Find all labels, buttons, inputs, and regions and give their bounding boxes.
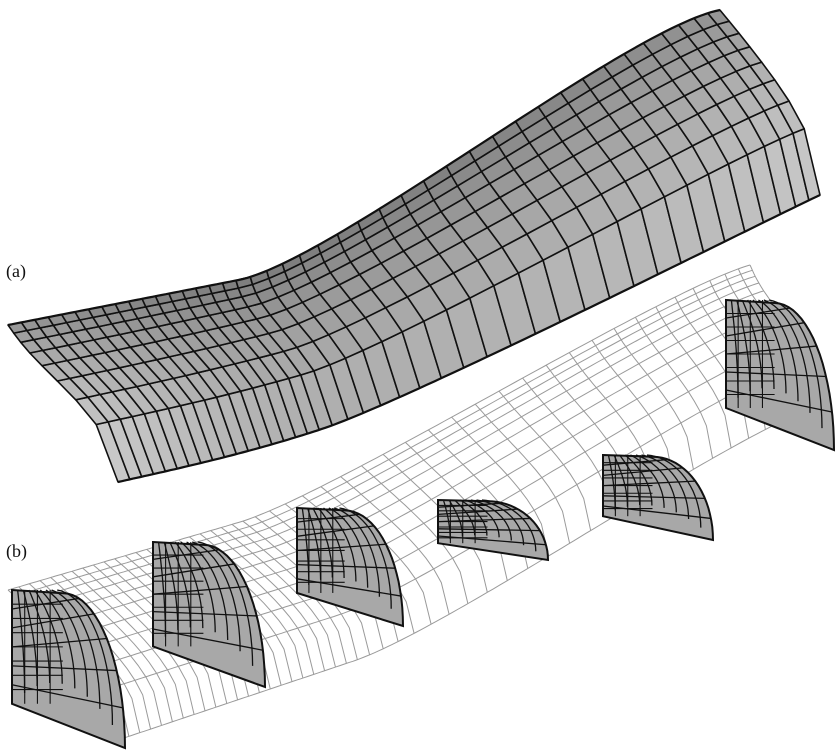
wireframe-transverse	[634, 317, 714, 459]
wireframe-transverse	[71, 570, 184, 719]
section-mesh-radial	[296, 525, 374, 537]
section-mesh-arc	[747, 299, 775, 390]
wireframe-transverse	[655, 306, 732, 448]
section-mesh-arc	[769, 299, 823, 429]
panel-b-label: (b)	[6, 541, 27, 561]
section-mesh-arc	[752, 299, 787, 394]
section-mesh-arc	[459, 499, 488, 536]
section-mesh-arc	[34, 589, 63, 684]
section-mesh-radial	[11, 665, 117, 672]
section-mesh-arc	[317, 507, 345, 579]
section-mesh-arc	[339, 507, 392, 609]
cross-section	[602, 453, 715, 542]
section-mesh-radial	[152, 585, 248, 595]
panel-b-wireframe-with-sections	[7, 264, 836, 750]
wireframe-transverse	[220, 527, 336, 668]
section-mesh-arc	[197, 541, 254, 666]
wireframe-transverse	[210, 530, 326, 671]
section-mesh-arc	[758, 299, 799, 402]
section-mesh-radial	[437, 508, 518, 516]
section-mesh-arc	[481, 499, 537, 552]
wireframe-transverse	[613, 328, 694, 470]
section-mesh-arc	[57, 589, 114, 726]
section-mesh-arc	[186, 541, 229, 641]
surface-back-edge	[7, 8, 721, 327]
section-mesh-arc	[624, 454, 653, 506]
section-mesh-radial	[725, 371, 827, 378]
section-mesh-arc	[470, 499, 512, 541]
section-mesh-arc	[476, 499, 525, 546]
wireframe-transverse	[199, 533, 315, 675]
wireframe-transverse	[545, 364, 634, 506]
section-mesh-arc	[180, 541, 216, 633]
section-mesh-arc	[763, 299, 811, 413]
section-mesh-arc	[328, 507, 369, 588]
section-mesh-arc	[51, 589, 101, 709]
section-mesh-radial	[152, 628, 264, 651]
section-mesh-radial	[725, 345, 817, 355]
section-mesh-radial	[725, 322, 805, 337]
section-mesh-arc	[45, 589, 88, 697]
section-mesh-arc	[191, 541, 241, 652]
cross-section	[725, 298, 836, 452]
section-mesh-arc	[39, 589, 76, 689]
wireframe-transverse	[451, 416, 550, 557]
section-mesh-radial	[296, 563, 396, 569]
section-mesh-radial	[296, 578, 402, 597]
section-mesh-arc	[646, 454, 702, 528]
section-mesh-arc	[323, 507, 357, 582]
panel-a-shaded-surface	[7, 8, 821, 484]
wireframe-transverse	[522, 377, 613, 519]
panel-a-label: (a)	[6, 261, 26, 281]
cross-section	[296, 506, 405, 628]
wireframe-transverse	[591, 340, 675, 481]
wireframe-transverse	[340, 476, 450, 615]
wireframe-transverse	[231, 524, 347, 664]
section-mesh-arc	[333, 507, 381, 597]
section-mesh-arc	[635, 454, 677, 513]
wireframe-transverse	[60, 574, 173, 722]
section-mesh-radial	[11, 613, 95, 629]
section-mesh-arc	[22, 589, 38, 687]
section-mesh-arc	[163, 541, 179, 631]
section-mesh-radial	[152, 563, 235, 578]
section-mesh-radial	[602, 495, 705, 499]
section-mesh-radial	[11, 637, 107, 648]
section-mesh-radial	[602, 467, 683, 477]
section-mesh-radial	[437, 528, 540, 532]
wireframe-transverse	[568, 352, 654, 493]
section-mesh-radial	[152, 610, 257, 617]
surface-front-edge	[117, 194, 821, 484]
section-mesh-radial	[602, 480, 696, 487]
section-mesh-arc	[736, 299, 751, 392]
cross-section	[152, 540, 267, 689]
section-mesh-radial	[296, 543, 386, 552]
section-mesh-radial	[11, 684, 124, 709]
wireframe-transverse	[474, 403, 571, 544]
cross-section	[11, 588, 127, 750]
section-mesh-arc	[174, 541, 204, 629]
cross-section	[437, 498, 550, 562]
wireframe-transverse	[498, 390, 592, 531]
section-mesh-arc	[641, 454, 690, 520]
section-mesh-arc	[306, 507, 322, 580]
section-mesh-radial	[725, 389, 833, 413]
